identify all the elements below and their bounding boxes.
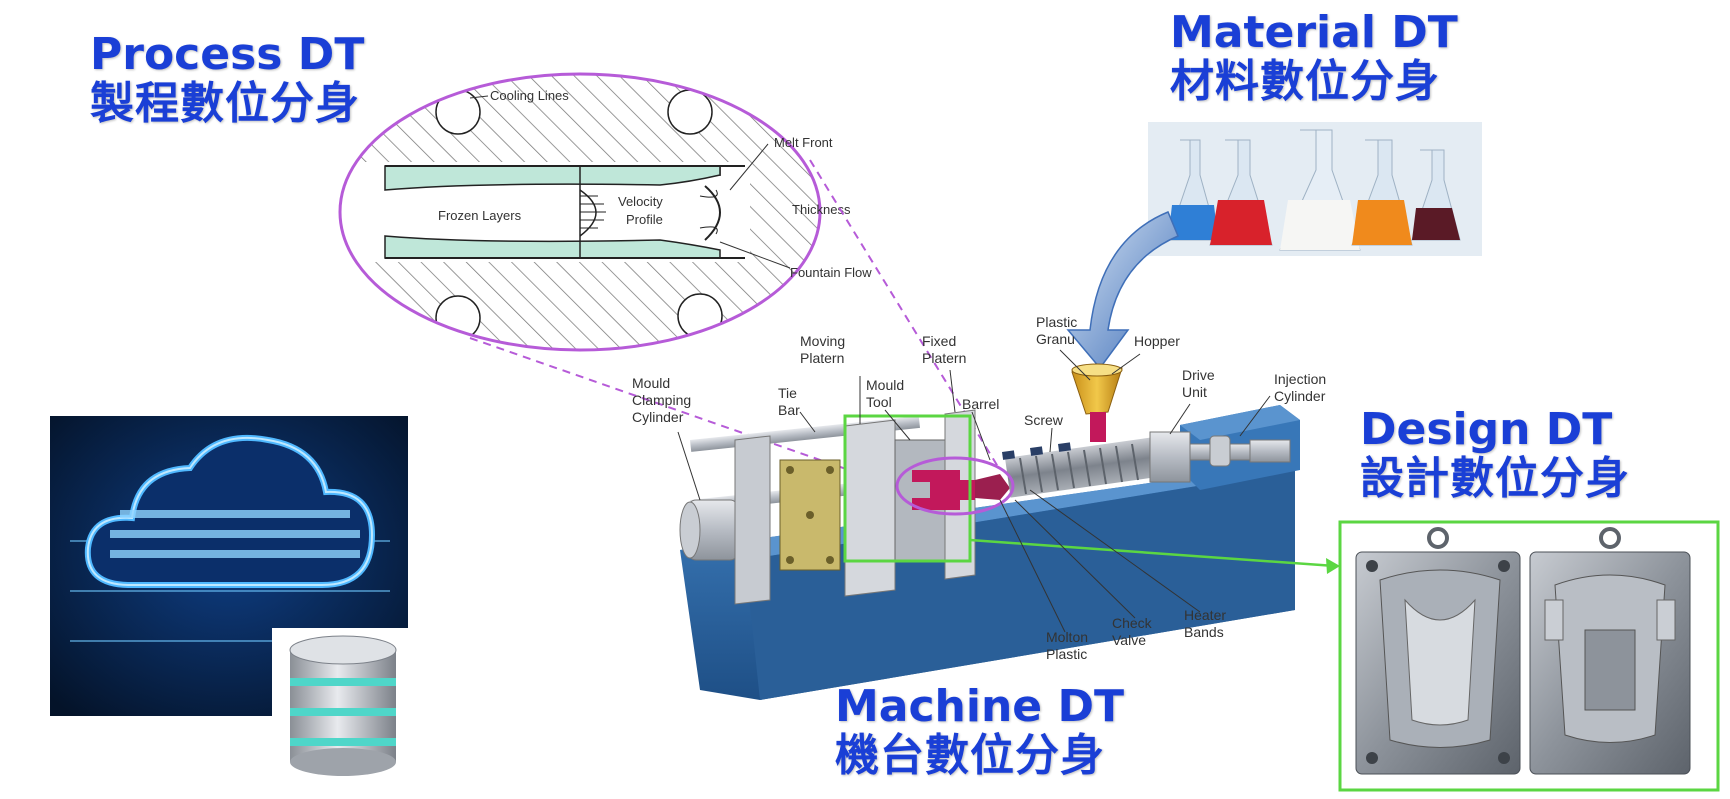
label-check-valve-2: Valve	[1112, 632, 1146, 648]
label-mould-clamping-3: Cylinder	[632, 409, 684, 425]
material-dt-title-zh: 材料數位分身	[1170, 56, 1440, 108]
label-cooling-lines: Cooling Lines	[490, 88, 569, 103]
label-hopper: Hopper	[1134, 333, 1180, 349]
label-velocity-2: Profile	[626, 212, 663, 227]
label-mould-tool-1: Mould	[866, 377, 904, 393]
label-tie-bar-2: Bar	[778, 402, 800, 418]
design-dt-title-zh: 設計數位分身	[1360, 453, 1630, 505]
label-fixed-platen-1: Fixed	[922, 333, 956, 349]
design-mould-image	[1338, 520, 1720, 792]
injection-machine	[679, 363, 1340, 700]
label-barrel: Barrel	[962, 396, 999, 412]
label-mould-tool-2: Tool	[866, 394, 892, 410]
process-dt-title: Process DT 製程數位分身	[90, 30, 364, 129]
mould-highlight-box	[843, 414, 972, 563]
flask-icon	[1148, 122, 1482, 256]
label-fountain-flow: Fountain Flow	[790, 265, 872, 280]
label-mould-clamping-1: Mould	[632, 375, 670, 391]
label-tie-bar-1: Tie	[778, 385, 797, 401]
machine-dt-title-en: Machine DT	[835, 681, 1124, 732]
process-zoom-ellipse	[895, 456, 1015, 516]
design-dt-title: Design DT 設計數位分身	[1360, 405, 1630, 504]
database-icon	[272, 628, 420, 778]
label-injection-cylinder-2: Cylinder	[1274, 388, 1326, 404]
label-molton-plastic-2: Plastic	[1046, 646, 1087, 662]
label-melt-front: Melt Front	[774, 135, 833, 150]
label-plastic-granules-2: Granu	[1036, 331, 1075, 347]
process-dt-title-zh: 製程數位分身	[90, 78, 360, 130]
material-dt-title-en: Material DT	[1170, 7, 1458, 58]
connector-design	[969, 538, 1336, 568]
label-velocity-1: Velocity	[618, 194, 663, 209]
process-inset: Cooling Lines Melt Front Frozen Layers V…	[338, 72, 872, 352]
label-mould-clamping-2: Clamping	[632, 392, 691, 408]
material-dt-title: Material DT 材料數位分身	[1170, 8, 1458, 107]
label-heater-bands-2: Bands	[1184, 624, 1224, 640]
label-screw: Screw	[1024, 412, 1064, 428]
label-thickness: Thickness	[792, 202, 851, 217]
label-moving-platen-1: Moving	[800, 333, 845, 349]
label-fixed-platen-2: Platern	[922, 350, 966, 366]
label-moving-platen-2: Platern	[800, 350, 844, 366]
label-drive-unit-2: Unit	[1182, 384, 1207, 400]
label-heater-bands-1: Heater	[1184, 607, 1226, 623]
label-injection-cylinder-1: Injection	[1274, 371, 1326, 387]
machine-dt-title: Machine DT 機台數位分身	[835, 682, 1124, 781]
label-plastic-granules-1: Plastic	[1036, 314, 1077, 330]
machine-dt-title-zh: 機台數位分身	[835, 730, 1105, 782]
label-molton-plastic-1: Molton	[1046, 629, 1088, 645]
label-check-valve-1: Check	[1112, 615, 1153, 631]
design-dt-title-en: Design DT	[1360, 404, 1613, 455]
label-frozen-layers: Frozen Layers	[438, 208, 522, 223]
connector-process-right	[809, 159, 1001, 471]
label-drive-unit-1: Drive	[1182, 367, 1215, 383]
process-dt-title-en: Process DT	[90, 29, 365, 80]
